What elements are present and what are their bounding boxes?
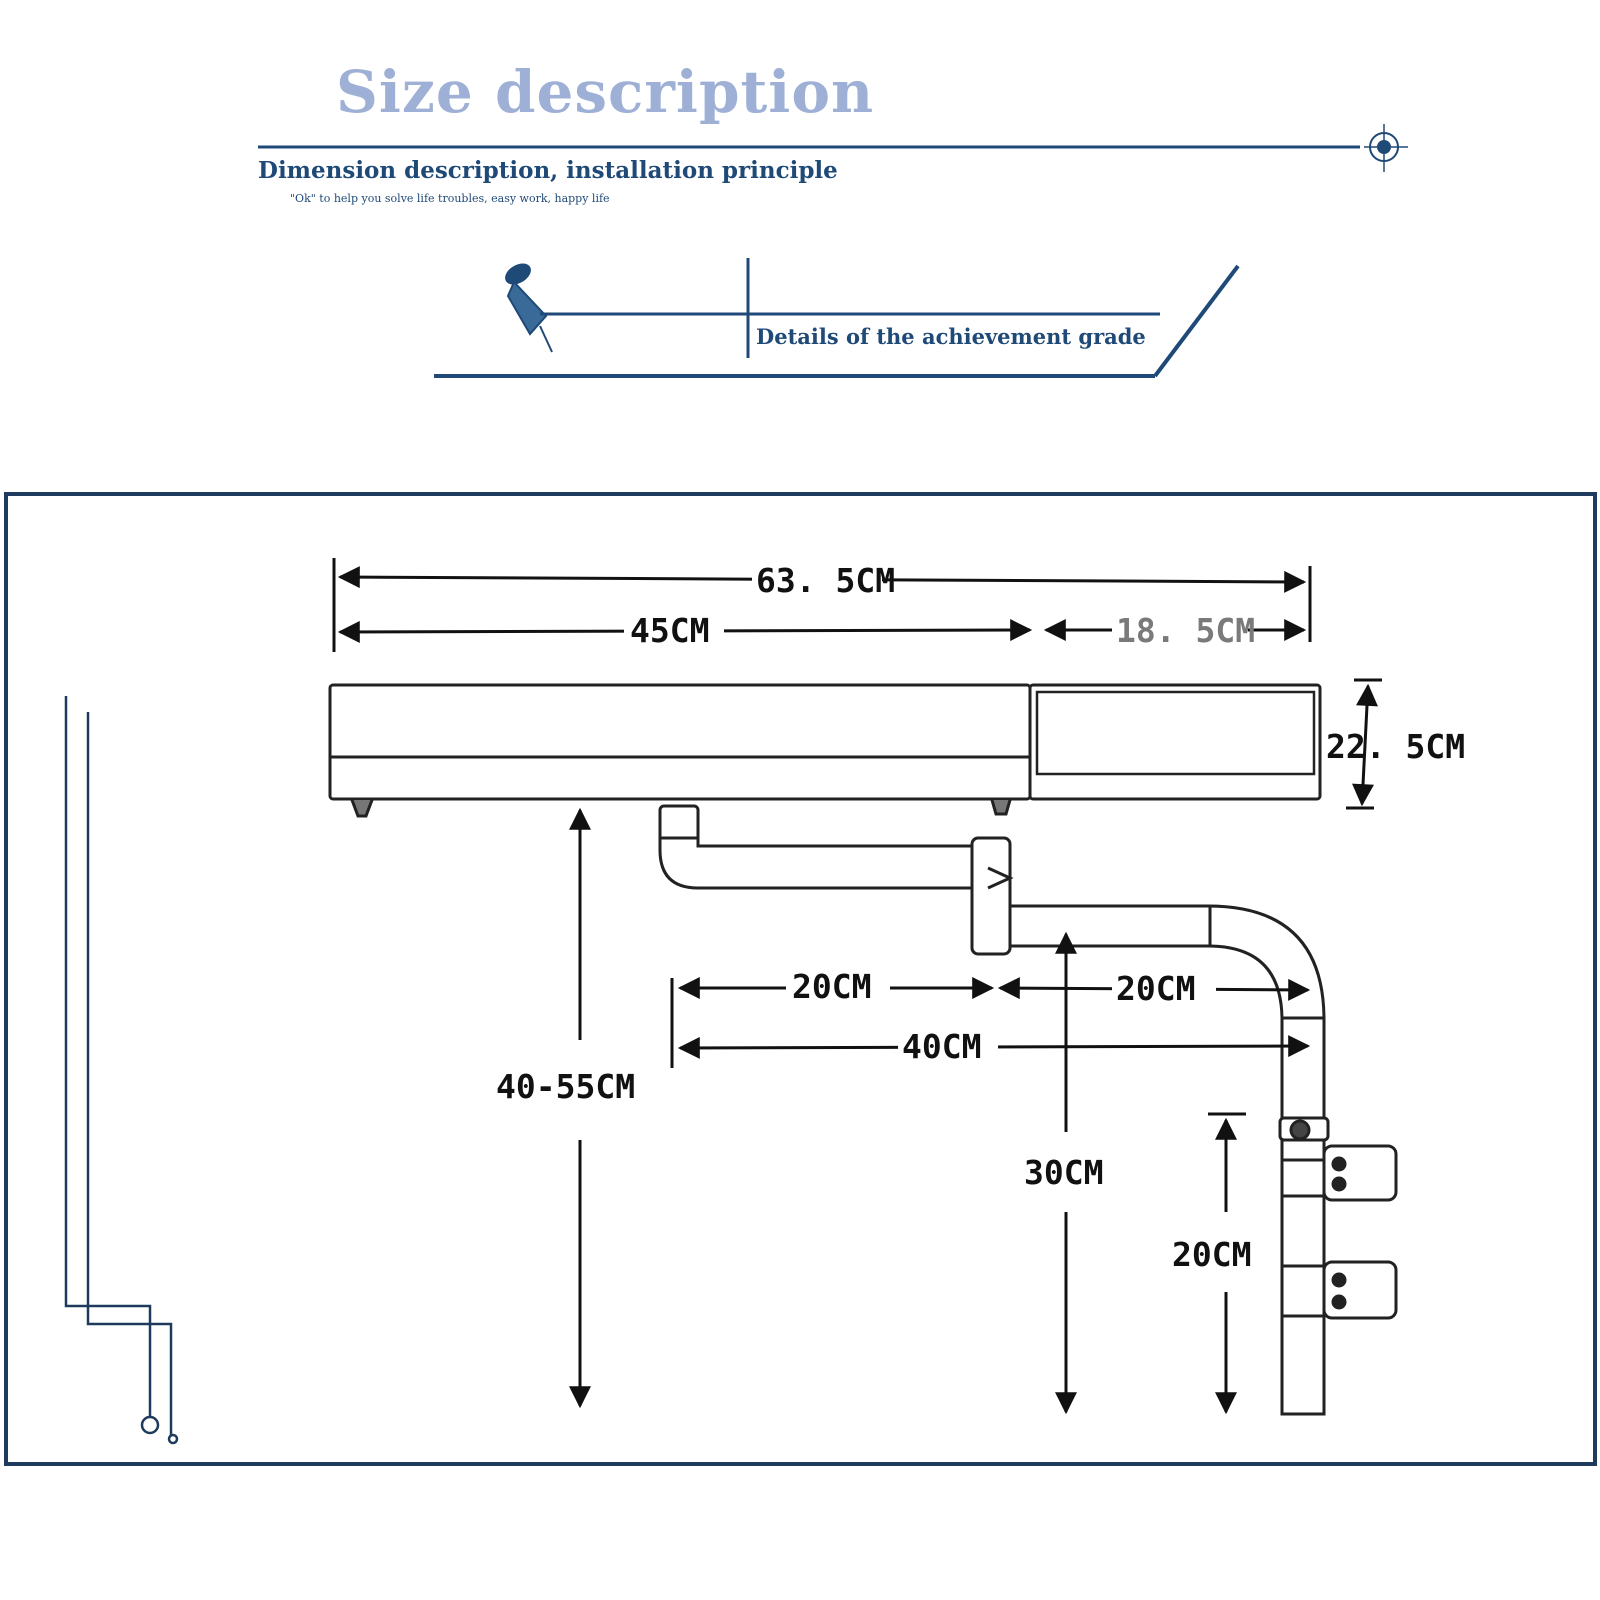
dim-total-length: 63. 5CM xyxy=(756,561,895,600)
crosshair-target-icon xyxy=(1364,124,1408,172)
details-banner xyxy=(434,258,1240,378)
pushpin-icon xyxy=(505,263,560,353)
dim-arm-seg2: 20CM xyxy=(1116,969,1195,1008)
tagline: "Ok" to help you solve life troubles, ea… xyxy=(290,192,610,205)
dim-arm-total: 40CM xyxy=(902,1027,981,1066)
label-gaps xyxy=(494,558,1270,1292)
section-subtitle: Dimension description, installation prin… xyxy=(258,157,838,184)
dim-side-length: 18. 5CM xyxy=(1116,611,1255,650)
details-label: Details of the achievement grade xyxy=(756,324,1146,349)
dim-height: 22. 5CM xyxy=(1326,727,1465,766)
motor-housing xyxy=(328,683,1322,818)
cable-decoration xyxy=(64,696,179,1445)
pole-clamps xyxy=(1278,1116,1398,1320)
dim-arm-seg1: 20CM xyxy=(792,967,871,1006)
page-title: Size description xyxy=(336,58,875,126)
dim-clamp-span: 20CM xyxy=(1172,1235,1251,1274)
dim-adjust-height: 40-55CM xyxy=(496,1067,635,1106)
mounting-arm xyxy=(658,804,1326,1416)
dim-main-length: 45CM xyxy=(630,611,709,650)
diagram-frame xyxy=(4,492,1597,1466)
dim-pole-drop: 30CM xyxy=(1024,1153,1103,1192)
